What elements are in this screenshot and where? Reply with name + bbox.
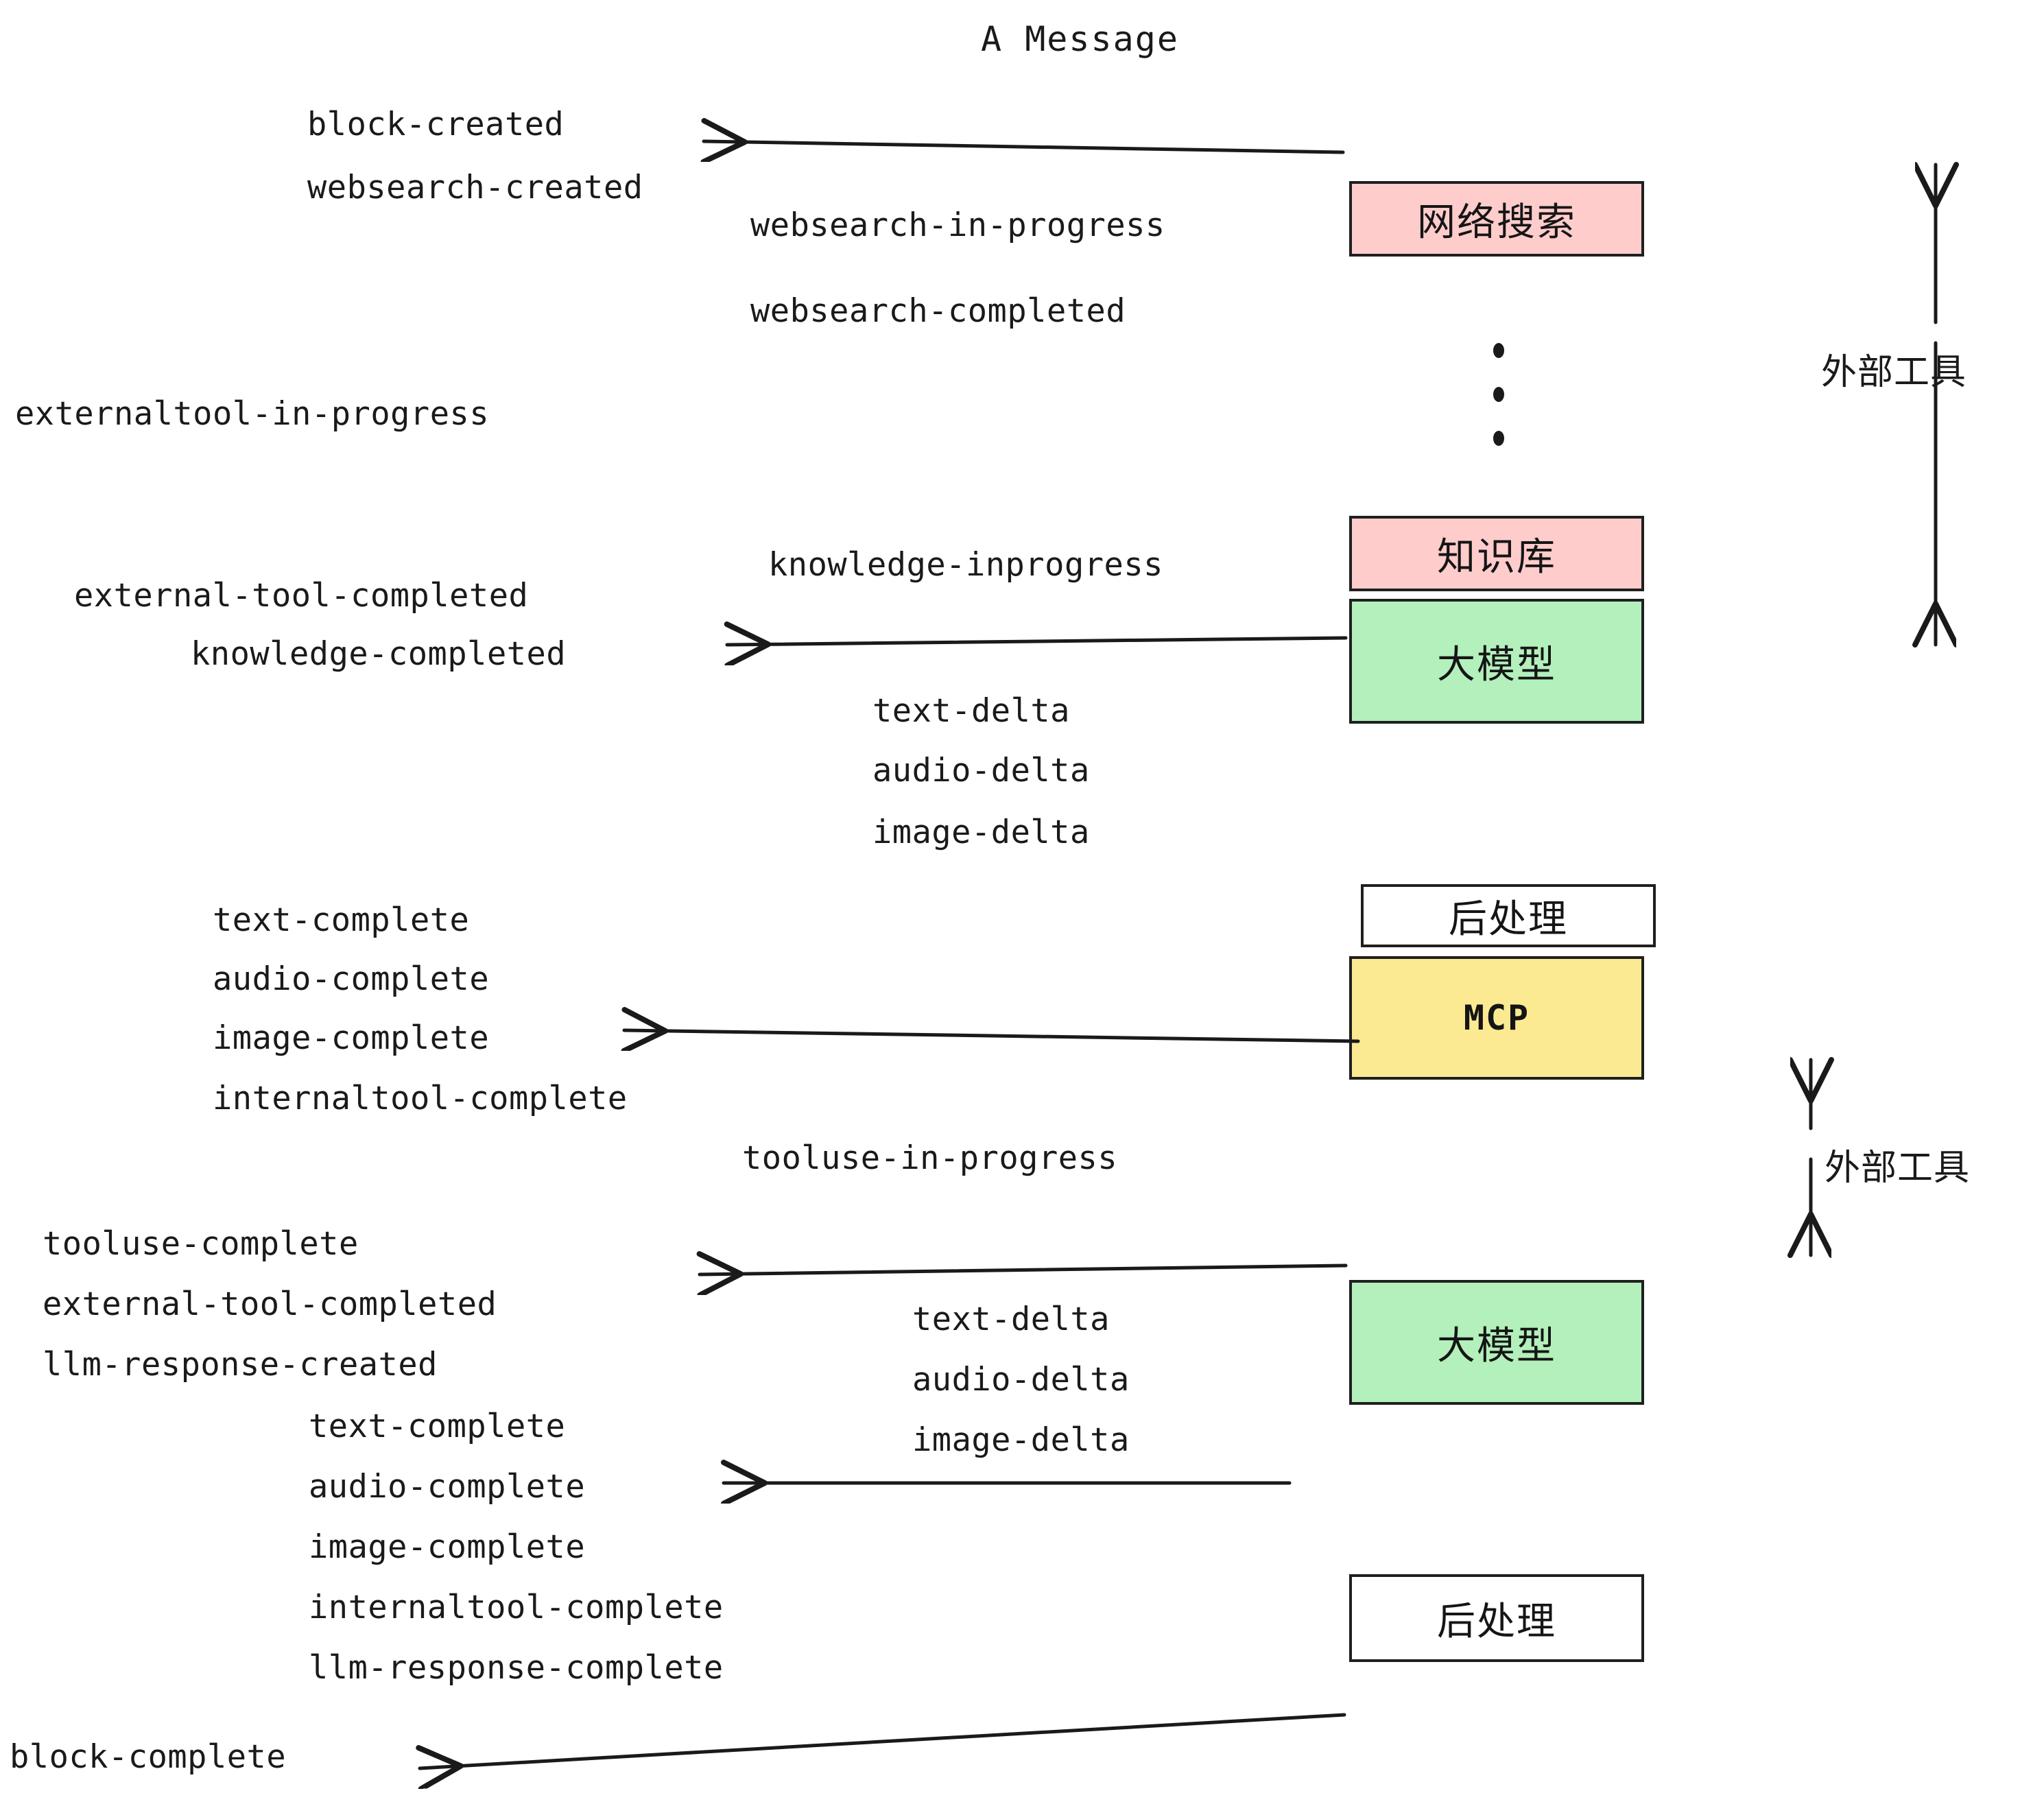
event-label: audio-delta — [912, 1361, 1130, 1399]
node-box: MCP — [1349, 956, 1644, 1080]
event-label: audio-complete — [213, 960, 490, 998]
event-label: llm-response-complete — [309, 1649, 724, 1687]
event-label: internaltool-complete — [213, 1080, 628, 1117]
node-box: 网络搜索 — [1349, 181, 1644, 257]
event-label: externaltool-in-progress — [15, 395, 490, 433]
event-label: websearch-in-progress — [750, 206, 1165, 244]
arrow-knowledge-to-knowledge-completed — [727, 638, 1348, 645]
event-label: text-delta — [912, 1301, 1110, 1338]
event-label: text-complete — [213, 901, 470, 939]
event-label: external-tool-completed — [74, 577, 529, 615]
event-label: image-delta — [912, 1421, 1130, 1459]
event-label: block-complete — [10, 1738, 287, 1776]
event-label: tooluse-complete — [43, 1225, 359, 1263]
arrow-mcp-to-tooluse-complete — [700, 1266, 1348, 1274]
ellipsis-dot — [1493, 431, 1504, 446]
arrow-postprocess-to-block-complete — [420, 1713, 1346, 1768]
event-label: image-complete — [309, 1528, 586, 1566]
event-label: block-created — [307, 106, 565, 143]
node-box: 后处理 — [1361, 884, 1656, 947]
event-label: text-delta — [872, 692, 1070, 730]
node-box: 后处理 — [1349, 1574, 1644, 1662]
ellipsis-dot — [1493, 343, 1504, 358]
event-label: audio-complete — [309, 1468, 586, 1506]
event-label: websearch-completed — [750, 292, 1126, 330]
event-label: text-complete — [309, 1408, 566, 1445]
event-label: external-tool-completed — [43, 1285, 497, 1323]
arrow-websearch-to-block-created — [704, 141, 1345, 152]
node-box: 知识库 — [1349, 516, 1644, 591]
external-tool-group-label: 外部工具 — [1821, 352, 1967, 393]
event-label: image-complete — [213, 1019, 490, 1057]
event-label: knowledge-inprogress — [768, 546, 1163, 584]
external-tool-group-label: 外部工具 — [1825, 1148, 1971, 1189]
ellipsis-dot — [1493, 387, 1504, 402]
event-label: internaltool-complete — [309, 1589, 724, 1626]
event-label: websearch-created — [307, 169, 643, 206]
node-box: 大模型 — [1349, 599, 1644, 724]
event-label: llm-response-created — [43, 1346, 438, 1384]
event-label: tooluse-in-progress — [742, 1139, 1118, 1177]
event-label: knowledge-completed — [191, 635, 567, 673]
vertical-ellipsis-icon — [1492, 343, 1506, 446]
page-title: A Message — [981, 19, 1179, 59]
node-box: 大模型 — [1349, 1280, 1644, 1405]
event-label: image-delta — [872, 814, 1090, 851]
event-label: audio-delta — [872, 752, 1090, 790]
arrow-mcp-to-image-complete — [624, 1030, 1360, 1041]
